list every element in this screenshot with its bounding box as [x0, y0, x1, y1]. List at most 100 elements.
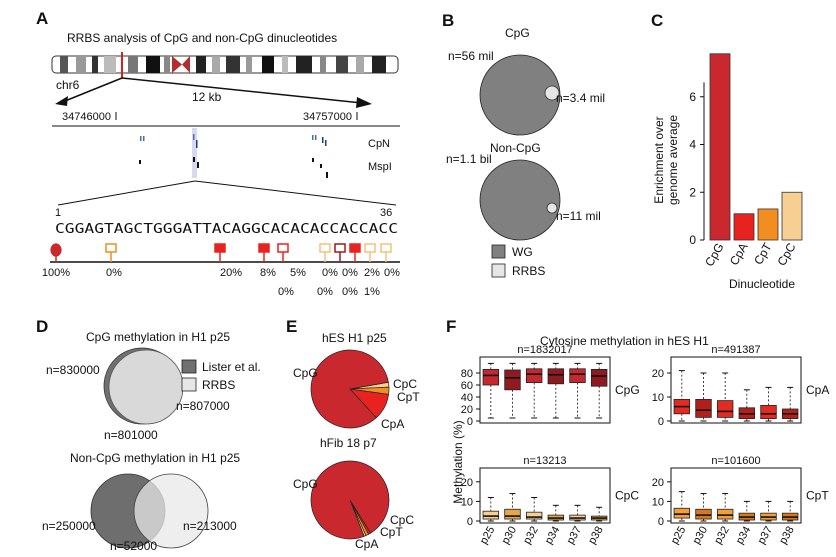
box-y-tick-label: 80 [461, 368, 473, 380]
c-xlabel: Dinucleotide [729, 277, 795, 291]
lollipop-head [258, 243, 270, 253]
lollipop-head [319, 243, 331, 253]
e-top-cpg: CpG [293, 366, 318, 380]
d2-n-right: n=213000 [183, 519, 237, 533]
panel-e: E hES H1 p25 CpG CpC CpT CpA hFib 18 p7 … [286, 317, 420, 551]
lollipop-head [380, 243, 392, 253]
box-y-tick-label: 60 [461, 380, 473, 392]
e-top-cpa: CpA [381, 417, 404, 431]
box-rect [504, 508, 521, 520]
pct-label: 100% [42, 267, 70, 279]
lollipop-head [277, 243, 289, 253]
c-ylabel-1: Enrichment over [652, 116, 666, 203]
box-rect [695, 508, 712, 520]
panel-d: D CpG methylation in H1 p25 n=830000 n=8… [36, 317, 261, 553]
track-label-cpn: CpN [368, 138, 390, 150]
lollipop-row [50, 243, 392, 262]
box-x-tick-label: p37 [565, 525, 585, 547]
box-panel-label: CpT [806, 489, 829, 503]
pct-label: 0% [342, 267, 358, 279]
box-y-tick-label: 10 [652, 392, 664, 404]
panel-b-title-noncpg: Non-CpG [490, 141, 541, 155]
pie-slice-cpg [310, 460, 390, 540]
box-x-tick-label: p25 [478, 525, 498, 547]
box-y-tick-label: 0 [658, 516, 664, 528]
box-rect [482, 510, 500, 520]
panel-letter-f: F [446, 317, 456, 336]
box-x-tick-label: p30 [691, 525, 711, 547]
panel-f: F Cytosine methylation in hES H1 Methyla… [446, 317, 829, 546]
box-x-tick-label: p34 [734, 525, 754, 547]
pct-label: 5% [290, 267, 306, 279]
lollipop-head [50, 243, 62, 257]
pct-label: 1% [364, 286, 380, 298]
pie-hfib [310, 460, 390, 540]
bar-cpg [709, 53, 731, 241]
panel-a: A RRBS analysis of CpG and non-CpG dinuc… [36, 9, 400, 298]
coord-left: 34746000 [62, 111, 111, 123]
box-panel-label: CpG [615, 383, 640, 397]
pct-label: 0% [342, 286, 358, 298]
box-y-tick-label: 20 [461, 404, 473, 416]
chromosome-ideogram [51, 52, 399, 78]
legend-label-lister: Lister et al. [202, 360, 261, 374]
d-n-overlap: n=801000 [104, 428, 158, 442]
track-label-mspi: MspI [368, 161, 392, 173]
box-y-tick-label: 20 [461, 477, 473, 489]
pct-label: 20% [220, 267, 242, 279]
e-title-top: hES H1 p25 [322, 331, 387, 345]
box-rect [525, 511, 543, 520]
box-rect [569, 368, 586, 383]
panel-b: B CpG n=56 mil n=3.4 mil Non-CpG n=1.1 b… [442, 11, 605, 278]
e-bot-cpc: CpC [390, 513, 414, 527]
panel-b-title-cpg: CpG [505, 26, 530, 40]
box-y-tick-label: 0 [658, 416, 664, 428]
box-x-tick-label: p37 [756, 525, 776, 547]
box-n-label: n=101600 [711, 455, 760, 467]
c-x-tick-label: CpG [702, 241, 726, 269]
bar-cpc [781, 191, 803, 241]
d-n-left: n=830000 [46, 363, 100, 377]
coord-right: 34757000 [303, 111, 352, 123]
box-rect [547, 368, 565, 385]
box-rect [482, 368, 500, 386]
legend-label-wg: WG [512, 245, 533, 259]
seq-start: 1 [55, 207, 61, 219]
pct-label: 0% [384, 267, 400, 279]
box-rect [673, 507, 691, 519]
box-panel-frame [479, 467, 611, 524]
lollipop-head [334, 243, 346, 253]
span-label: 12 kb [192, 90, 222, 104]
e-bot-cpa: CpA [355, 537, 378, 551]
pct-label: 0% [278, 286, 294, 298]
panel-letter-a: A [36, 9, 48, 28]
d2-n-overlap: n=52000 [110, 539, 157, 553]
seq-end: 36 [380, 207, 392, 219]
panel-a-title: RRBS analysis of CpG and non-CpG dinucle… [67, 31, 337, 45]
box-x-tick-label: p25 [669, 525, 689, 547]
box-x-tick-label: p30 [500, 525, 520, 547]
bar-cpa [733, 213, 755, 241]
box-plots: 020406080n=1832017CpG01020n=491387CpA010… [461, 344, 830, 546]
box-panel-frame [479, 356, 611, 424]
panel-letter-b: B [442, 11, 454, 30]
box-rect [525, 368, 543, 383]
c-y-tick-label: 0 [689, 233, 696, 247]
pct-label: 0% [106, 267, 122, 279]
pct-label: 0% [322, 267, 338, 279]
highlight-region [192, 128, 197, 178]
e-top-cpt: CpT [397, 390, 420, 404]
c-y-tick-label: 2 [689, 185, 696, 199]
e-top-cpc: CpC [393, 377, 417, 391]
chrom-label: chr6 [56, 78, 80, 92]
pie-hes-h1 [310, 349, 390, 429]
pct-label: 8% [260, 267, 276, 279]
box-n-label: n=1832017 [517, 344, 572, 356]
box-panel-label: CpA [806, 383, 829, 397]
box-y-tick-label: 20 [652, 477, 664, 489]
e-title-bottom: hFib 18 p7 [320, 436, 377, 450]
